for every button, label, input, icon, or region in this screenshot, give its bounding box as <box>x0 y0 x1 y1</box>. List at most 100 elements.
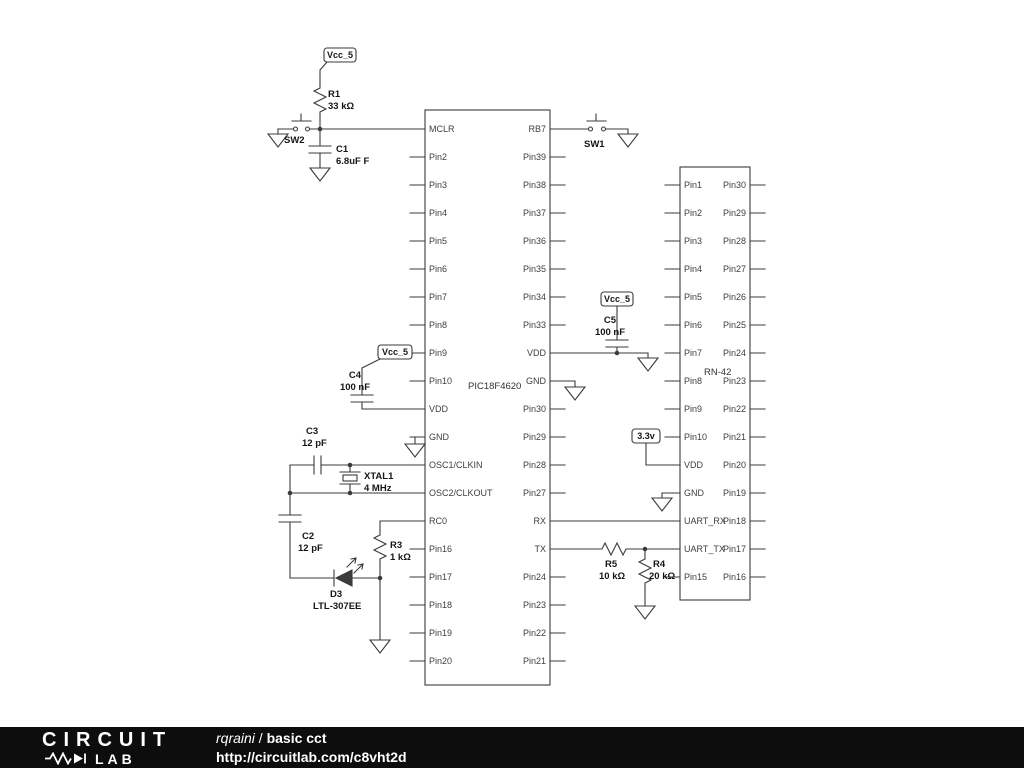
component-ref: SW1 <box>584 139 605 150</box>
ic-body[interactable] <box>679 166 751 601</box>
ground-icon[interactable] <box>634 605 656 620</box>
crystal-xtal1[interactable] <box>339 464 361 494</box>
ground-icon[interactable] <box>369 639 391 654</box>
component-value: 20 kΩ <box>649 571 675 582</box>
ground-icon[interactable] <box>651 497 673 512</box>
pin-label: Pin6 <box>684 320 702 330</box>
component-value: 33 kΩ <box>328 101 354 112</box>
resistor-r3[interactable] <box>372 529 388 565</box>
component-value: 12 pF <box>302 438 327 449</box>
pin-label: Pin3 <box>684 236 702 246</box>
pin-label: Pin29 <box>723 208 746 218</box>
pin-label: Pin24 <box>523 572 546 582</box>
resistor-r5[interactable] <box>597 541 631 557</box>
pin-label: RC0 <box>429 516 447 526</box>
component-ref: C3 <box>306 426 318 437</box>
pin-label: GND <box>526 376 547 386</box>
pin-label: Pin8 <box>684 376 702 386</box>
pin-label: VDD <box>527 348 547 358</box>
wire-net-rn-gnd <box>661 492 666 499</box>
pushbutton-sw1[interactable] <box>586 113 607 132</box>
component-ref: C2 <box>302 531 314 542</box>
component-ref: R1 <box>328 89 341 100</box>
pin-label: Pin17 <box>723 544 746 554</box>
circuitlab-logo[interactable]: CIRCUIT LAB <box>42 730 212 766</box>
pin-label: OSC2/CLKOUT <box>429 488 493 498</box>
pin-label: Pin23 <box>523 600 546 610</box>
vcc-flag-c4[interactable] <box>377 344 413 360</box>
pin-label: Pin33 <box>523 320 546 330</box>
ground-icon[interactable] <box>404 443 426 458</box>
component-ref: R5 <box>605 559 618 570</box>
pin-label: Pin5 <box>429 236 447 246</box>
capacitor-c5[interactable] <box>605 339 629 348</box>
pin-label: Pin1 <box>684 180 702 190</box>
wire-net-tx <box>564 548 666 607</box>
ic-rn42[interactable] <box>679 166 751 601</box>
wire-net-vdd-right <box>564 305 649 359</box>
rn42-left-stubs <box>664 184 681 578</box>
logo-text-lab: LAB <box>95 750 136 767</box>
logo-text-circuit: CIRCUIT <box>42 728 173 751</box>
pin-label: GND <box>684 488 705 498</box>
ground-icon[interactable] <box>564 386 586 401</box>
component-value: 10 kΩ <box>599 571 625 582</box>
flag-label: 3.3v <box>637 431 655 441</box>
resistor-r1[interactable] <box>312 83 328 117</box>
led-emission-arrows-icon <box>346 557 364 574</box>
component-ref: C1 <box>336 144 349 155</box>
schematic-canvas[interactable]: Vcc_5 Vcc_5 Vcc_5 3.3v R1 33 kΩ SW2 C1 6… <box>0 0 1024 727</box>
pin-label: Pin9 <box>429 348 447 358</box>
v33-flag[interactable] <box>631 428 661 444</box>
component-value: 12 pF <box>298 543 323 554</box>
pin-label: Pin37 <box>523 208 546 218</box>
pin-label: Pin4 <box>684 264 702 274</box>
wire-net-rb7 <box>564 128 629 135</box>
led-d3[interactable] <box>333 557 364 587</box>
pin-label: Pin27 <box>523 488 546 498</box>
ic-body[interactable] <box>424 109 551 686</box>
pin-label: Pin7 <box>429 292 447 302</box>
pin-label: Pin16 <box>429 544 452 554</box>
wire-net-gnd-left <box>409 436 416 445</box>
pin-label: Pin5 <box>684 292 702 302</box>
pin-label: Pin35 <box>523 264 546 274</box>
pin-label: Pin25 <box>723 320 746 330</box>
pin-label: RB7 <box>528 124 546 134</box>
wires[interactable] <box>277 61 766 662</box>
ic-name: RN-42 <box>704 367 731 378</box>
pin-label: Pin10 <box>429 376 452 386</box>
ic-name: PIC18F4620 <box>468 381 521 392</box>
pin-label: Pin20 <box>723 460 746 470</box>
ground-icon[interactable] <box>617 133 639 148</box>
pin-label: Pin16 <box>723 572 746 582</box>
pin-label: Pin2 <box>429 152 447 162</box>
pin-label: Pin9 <box>684 404 702 414</box>
pin-label: Pin28 <box>723 236 746 246</box>
capacitor-c3[interactable] <box>313 455 322 475</box>
vcc-flag-c5[interactable] <box>600 291 634 307</box>
ground-icon[interactable] <box>309 167 331 182</box>
schematic-author[interactable]: rqraini <box>216 730 255 747</box>
pin-label: Pin17 <box>429 572 452 582</box>
resistor-r4[interactable] <box>637 553 653 589</box>
schematic-title: basic cct <box>266 730 327 747</box>
pic-left-stubs <box>409 128 426 662</box>
pic-right-stubs <box>549 128 566 662</box>
vcc-flag-r1[interactable] <box>323 47 357 63</box>
pin-label: Pin10 <box>684 432 707 442</box>
pushbutton-sw2[interactable] <box>277 113 321 132</box>
pin-label: Pin39 <box>523 152 546 162</box>
component-ref: R4 <box>653 559 666 570</box>
pin-label: Pin6 <box>429 264 447 274</box>
capacitor-c2[interactable] <box>278 514 302 523</box>
component-ref: SW2 <box>284 135 305 146</box>
ground-icon[interactable] <box>637 357 659 372</box>
pin-label: Pin38 <box>523 180 546 190</box>
ic-pic18f4620[interactable] <box>424 109 551 686</box>
schematic-url[interactable]: http://circuitlab.com/c8vht2d <box>216 748 407 765</box>
pin-label: Pin29 <box>523 432 546 442</box>
capacitor-c4[interactable] <box>350 394 374 403</box>
capacitor-c1[interactable] <box>308 145 332 154</box>
